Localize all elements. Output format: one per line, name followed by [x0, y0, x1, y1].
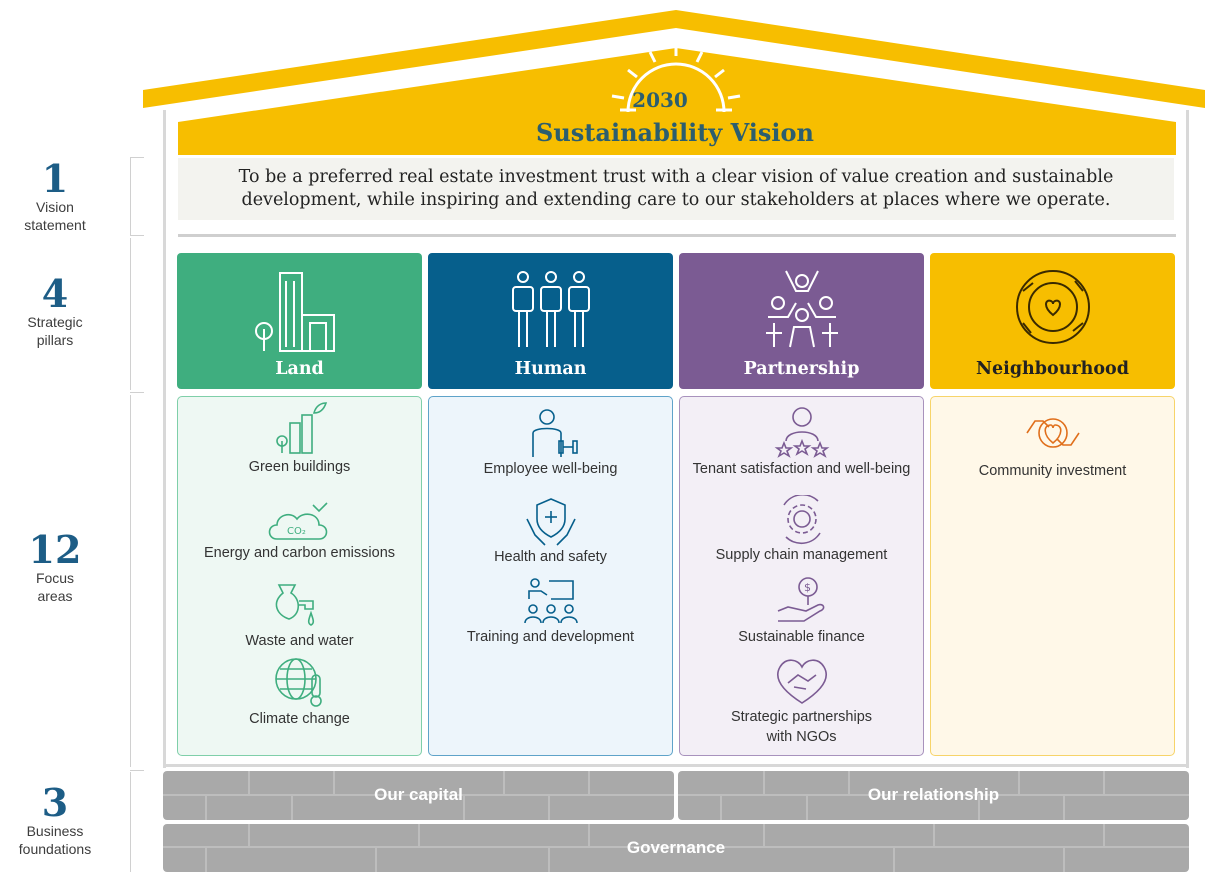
side-number: 12: [28, 527, 82, 572]
focus-label: Tenant satisfaction and well-being: [692, 461, 911, 477]
focus-item: Community investment: [931, 405, 1174, 481]
svg-text:$: $: [804, 581, 811, 594]
pillar-land: Land: [177, 253, 422, 389]
focus-item: Supply chain management: [680, 495, 923, 565]
foundation-governance: Governance: [163, 824, 1189, 872]
vision-statement: To be a preferred real estate investment…: [178, 158, 1174, 220]
employee-dumbbell-icon: [531, 409, 578, 457]
focus-label: Health and safety: [494, 549, 607, 565]
money-hand-icon: $: [777, 577, 824, 622]
side-label-pillars: 4 Strategic pillars: [0, 275, 110, 349]
sun-icon: [611, 44, 741, 113]
focus-column-partnership: Tenant satisfaction and well-being Suppl…: [679, 396, 924, 756]
side-number: 3: [41, 780, 69, 825]
side-bracket-2: [130, 238, 131, 390]
side-bracket-1-top: [130, 157, 144, 158]
house-wall-left: [163, 110, 166, 768]
focus-item: Health and safety: [429, 497, 672, 567]
house-wall-right: [1186, 110, 1189, 768]
green-building-icon: [275, 402, 327, 454]
house-floor: [163, 764, 1189, 767]
side-label-focus: 12 Focus areas: [0, 531, 110, 605]
focus-label: Community investment: [978, 463, 1127, 479]
house-roof: [143, 10, 1205, 155]
side-bracket-1: [130, 157, 131, 235]
foundation-label: Our relationship: [867, 785, 1000, 804]
side-bracket-3: [130, 395, 131, 767]
pillar-partnership: Partnership: [679, 253, 924, 389]
community-hands-heart-icon: [1025, 418, 1080, 448]
side-label-vision: 1 Vision statement: [0, 160, 110, 234]
gear-cycle-icon: [782, 495, 821, 545]
focus-item: Climate change: [178, 653, 421, 729]
focus-label: Energy and carbon emissions: [203, 545, 396, 561]
divider: [178, 234, 1176, 237]
focus-item: Tenant satisfaction and well-being: [680, 405, 923, 479]
focus-item: Training and development: [429, 577, 672, 647]
buildings-tree-icon: [254, 272, 335, 352]
side-label-line: statement: [24, 217, 86, 233]
side-number: 1: [41, 156, 69, 201]
pillar-name: Land: [275, 359, 324, 379]
focus-label: Climate change: [249, 711, 350, 727]
focus-item: Waste and water: [178, 573, 421, 651]
focus-item: Green buildings: [178, 401, 421, 477]
svg-text:CO₂: CO₂: [287, 526, 306, 537]
shield-hands-icon: [525, 498, 576, 546]
training-icon: [523, 578, 578, 624]
focus-item: Strategic partnerships with NGOs: [680, 655, 923, 747]
focus-label: Sustainable finance: [738, 629, 865, 645]
side-bracket-1-bottom: [130, 235, 144, 236]
pillar-name: Partnership: [743, 359, 860, 379]
globe-thermometer-icon: [274, 658, 322, 707]
pillar-human: Human: [428, 253, 673, 389]
partners-celebrate-icon: [765, 270, 838, 348]
side-label-line: areas: [37, 588, 73, 604]
focus-label: Green buildings: [248, 459, 351, 475]
focus-label: Waste and water: [245, 633, 354, 649]
side-label-line: pillars: [36, 332, 74, 348]
focus-label: Training and development: [466, 629, 635, 645]
hands-heart-circle-icon: [1015, 270, 1090, 344]
people-group-icon: [511, 271, 590, 347]
side-bracket-2-bottom: [130, 392, 144, 393]
side-bracket-3-bottom: [130, 770, 144, 771]
side-label-line: Strategic: [27, 314, 83, 330]
side-number: 4: [41, 271, 69, 316]
side-bracket-4: [130, 772, 131, 872]
focus-label: with NGOs: [766, 729, 837, 745]
side-label-foundations: 3 Business foundations: [0, 784, 110, 858]
side-label-line: Focus: [35, 570, 75, 586]
side-label-line: foundations: [18, 841, 92, 857]
pillar-neighbourhood: Neighbourhood: [930, 253, 1175, 389]
focus-item: $ Sustainable finance: [680, 575, 923, 647]
co2-cloud-icon: CO₂: [268, 502, 328, 540]
focus-item: CO₂ Energy and carbon emissions: [178, 501, 421, 563]
focus-label: Supply chain management: [715, 547, 888, 563]
foundation-label: Governance: [626, 838, 726, 857]
focus-column-neighbourhood: Community investment: [930, 396, 1175, 756]
side-label-line: Vision: [36, 199, 74, 215]
side-label-line: Business: [26, 823, 84, 839]
focus-item: Employee well-being: [429, 407, 672, 479]
heart-handshake-icon: [776, 659, 827, 704]
pillar-name: Human: [514, 359, 587, 379]
focus-column-human: Employee well-being Health and safety Tr…: [428, 396, 673, 756]
focus-column-land: Green buildings CO₂ Energy and carbon em…: [177, 396, 422, 756]
foundation-our-relationship: Our relationship: [678, 771, 1189, 820]
tenant-stars-icon: [774, 407, 829, 458]
foundation-our-capital: Our capital: [163, 771, 674, 820]
focus-label: Strategic partnerships: [730, 709, 873, 725]
vision-statement-text: To be a preferred real estate investment…: [238, 167, 1114, 210]
focus-label: Employee well-being: [483, 461, 618, 477]
pillar-name: Neighbourhood: [976, 359, 1129, 379]
foundation-label: Our capital: [374, 785, 463, 804]
vision-year: 2030: [632, 88, 688, 112]
waste-water-icon: [275, 584, 314, 626]
vision-title: Sustainability Vision: [536, 118, 814, 147]
